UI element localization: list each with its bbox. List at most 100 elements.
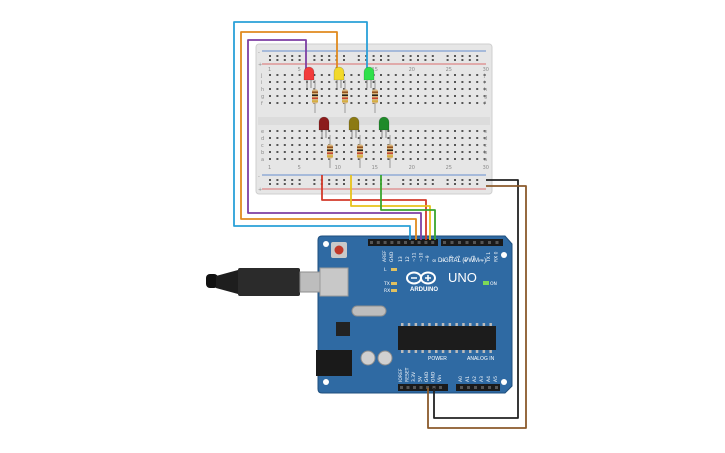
breadboard-hole[interactable] <box>409 144 412 146</box>
breadboard-hole[interactable] <box>320 102 323 104</box>
rail-hole[interactable] <box>409 183 412 185</box>
breadboard-hole[interactable] <box>424 137 427 139</box>
wire-brown-5v[interactable] <box>427 185 527 429</box>
rail-hole[interactable] <box>461 59 464 61</box>
breadboard-hole[interactable] <box>476 95 479 97</box>
breadboard-hole[interactable] <box>283 130 286 132</box>
header-pin[interactable] <box>417 241 421 244</box>
breadboard-hole[interactable] <box>387 102 390 104</box>
breadboard-hole[interactable] <box>320 74 323 76</box>
breadboard-hole[interactable] <box>269 95 271 97</box>
rail-hole[interactable] <box>320 59 323 61</box>
breadboard-hole[interactable] <box>409 151 412 153</box>
rail-hole[interactable] <box>313 59 316 61</box>
breadboard-hole[interactable] <box>387 95 390 97</box>
breadboard-hole[interactable] <box>468 151 471 153</box>
breadboard-hole[interactable] <box>343 81 345 83</box>
breadboard-hole[interactable] <box>409 137 412 139</box>
breadboard-hole[interactable] <box>306 144 308 146</box>
power-header[interactable] <box>398 384 448 391</box>
dark-red-led[interactable] <box>318 116 330 138</box>
breadboard-hole[interactable] <box>350 74 353 76</box>
breadboard-hole[interactable] <box>283 158 286 160</box>
breadboard-hole[interactable] <box>357 130 360 132</box>
breadboard-hole[interactable] <box>468 88 471 90</box>
rail-hole[interactable] <box>276 179 279 181</box>
breadboard-hole[interactable] <box>343 130 345 132</box>
breadboard-hole[interactable] <box>298 151 301 153</box>
power-jack[interactable] <box>316 350 352 376</box>
rail-hole[interactable] <box>335 183 338 185</box>
wire-purple[interactable] <box>247 39 422 240</box>
breadboard-hole[interactable] <box>409 81 412 83</box>
rail-hole[interactable] <box>276 55 279 57</box>
breadboard-hole[interactable] <box>283 74 286 76</box>
breadboard-hole[interactable] <box>298 81 301 83</box>
wire-yellow[interactable] <box>350 175 431 240</box>
breadboard-hole[interactable] <box>291 88 294 90</box>
breadboard-hole[interactable] <box>365 144 368 146</box>
reset-button-cap[interactable] <box>334 245 344 255</box>
breadboard-hole[interactable] <box>350 81 353 83</box>
rail-hole[interactable] <box>476 59 479 61</box>
rail-hole[interactable] <box>424 179 427 181</box>
resistor-green-led[interactable] <box>372 80 378 113</box>
breadboard-hole[interactable] <box>402 130 405 132</box>
breadboard-hole[interactable] <box>431 102 434 104</box>
breadboard-hole[interactable] <box>365 81 368 83</box>
breadboard-hole[interactable] <box>335 130 338 132</box>
breadboard-hole[interactable] <box>409 102 412 104</box>
breadboard-hole[interactable] <box>306 102 308 104</box>
breadboard-hole[interactable] <box>283 81 286 83</box>
breadboard-hole[interactable] <box>409 130 412 132</box>
breadboard-hole[interactable] <box>483 151 486 153</box>
breadboard-hole[interactable] <box>291 151 294 153</box>
rail-hole[interactable] <box>468 59 471 61</box>
breadboard-hole[interactable] <box>320 81 323 83</box>
rail-hole[interactable] <box>357 59 360 61</box>
header-pin[interactable] <box>458 241 461 244</box>
rail-hole[interactable] <box>365 183 368 185</box>
rail-hole[interactable] <box>357 179 360 181</box>
breadboard-hole[interactable] <box>372 137 375 139</box>
breadboard-hole[interactable] <box>313 144 316 146</box>
breadboard-hole[interactable] <box>276 151 279 153</box>
header-pin[interactable] <box>370 241 373 244</box>
breadboard-hole[interactable] <box>306 95 308 97</box>
rail-hole[interactable] <box>343 59 345 61</box>
breadboard-hole[interactable] <box>446 81 449 83</box>
breadboard-hole[interactable] <box>306 88 308 90</box>
breadboard-hole[interactable] <box>394 74 397 76</box>
rail-hole[interactable] <box>454 55 456 57</box>
breadboard-hole[interactable] <box>313 137 316 139</box>
breadboard-hole[interactable] <box>335 151 338 153</box>
breadboard-hole[interactable] <box>461 74 464 76</box>
breadboard-hole[interactable] <box>409 74 412 76</box>
breadboard-hole[interactable] <box>380 137 382 139</box>
breadboard-hole[interactable] <box>446 102 449 104</box>
breadboard-hole[interactable] <box>439 88 442 90</box>
yellow-led[interactable] <box>333 66 345 88</box>
breadboard-hole[interactable] <box>365 95 368 97</box>
rail-hole[interactable] <box>269 179 271 181</box>
breadboard-hole[interactable] <box>461 137 464 139</box>
rail-hole[interactable] <box>372 55 375 57</box>
breadboard-hole[interactable] <box>483 81 486 83</box>
breadboard-hole[interactable] <box>454 130 456 132</box>
breadboard-hole[interactable] <box>483 102 486 104</box>
usb-b-connector[interactable] <box>299 271 321 293</box>
breadboard-hole[interactable] <box>468 144 471 146</box>
breadboard-hole[interactable] <box>380 88 382 90</box>
breadboard-hole[interactable] <box>291 74 294 76</box>
breadboard-hole[interactable] <box>468 81 471 83</box>
breadboard-hole[interactable] <box>476 74 479 76</box>
breadboard-hole[interactable] <box>380 158 382 160</box>
breadboard-hole[interactable] <box>417 102 419 104</box>
breadboard-hole[interactable] <box>298 88 301 90</box>
breadboard-hole[interactable] <box>380 95 382 97</box>
rail-hole[interactable] <box>328 55 331 57</box>
breadboard-hole[interactable] <box>387 137 390 139</box>
header-pin[interactable] <box>467 386 470 389</box>
breadboard-hole[interactable] <box>417 158 419 160</box>
